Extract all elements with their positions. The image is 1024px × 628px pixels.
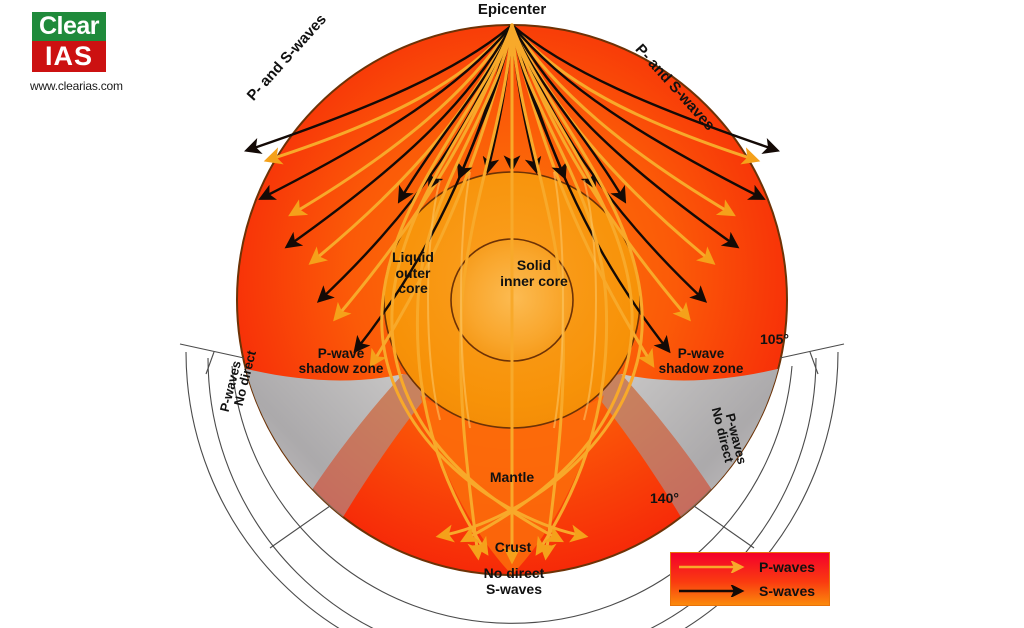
logo-badge: Clear IAS	[30, 10, 108, 74]
no-direct-p-waves-inner-arc	[231, 365, 793, 624]
legend-label-p-waves: P-waves	[759, 559, 816, 575]
angle-arc-band	[179, 343, 845, 628]
no-direct-s-waves-arc	[185, 351, 839, 628]
tick-105-left	[179, 343, 245, 359]
logo-bottom-text: IAS	[32, 41, 106, 72]
s-wave-rays-mantle	[244, 23, 780, 354]
s-wave-arrow-icon	[679, 585, 745, 597]
clearias-logo: Clear IAS www.clearias.com	[30, 10, 150, 93]
tick-cross-left-a	[205, 351, 215, 375]
p-wave-arrow-icon	[679, 561, 745, 573]
logo-top-text: Clear	[32, 12, 106, 41]
tick-cross-right-a	[809, 351, 819, 375]
tick-140-left	[269, 505, 331, 549]
no-direct-p-waves-outer-arc	[207, 357, 817, 628]
tick-105-right	[779, 343, 845, 359]
wave-legend: P-waves S-waves	[670, 552, 830, 606]
legend-item-s-waves: S-waves	[671, 581, 829, 601]
tick-140-right	[693, 505, 755, 549]
legend-item-p-waves: P-waves	[671, 557, 829, 577]
core-striations	[427, 171, 597, 429]
logo-website-url: www.clearias.com	[30, 79, 123, 93]
legend-label-s-waves: S-waves	[759, 583, 816, 599]
